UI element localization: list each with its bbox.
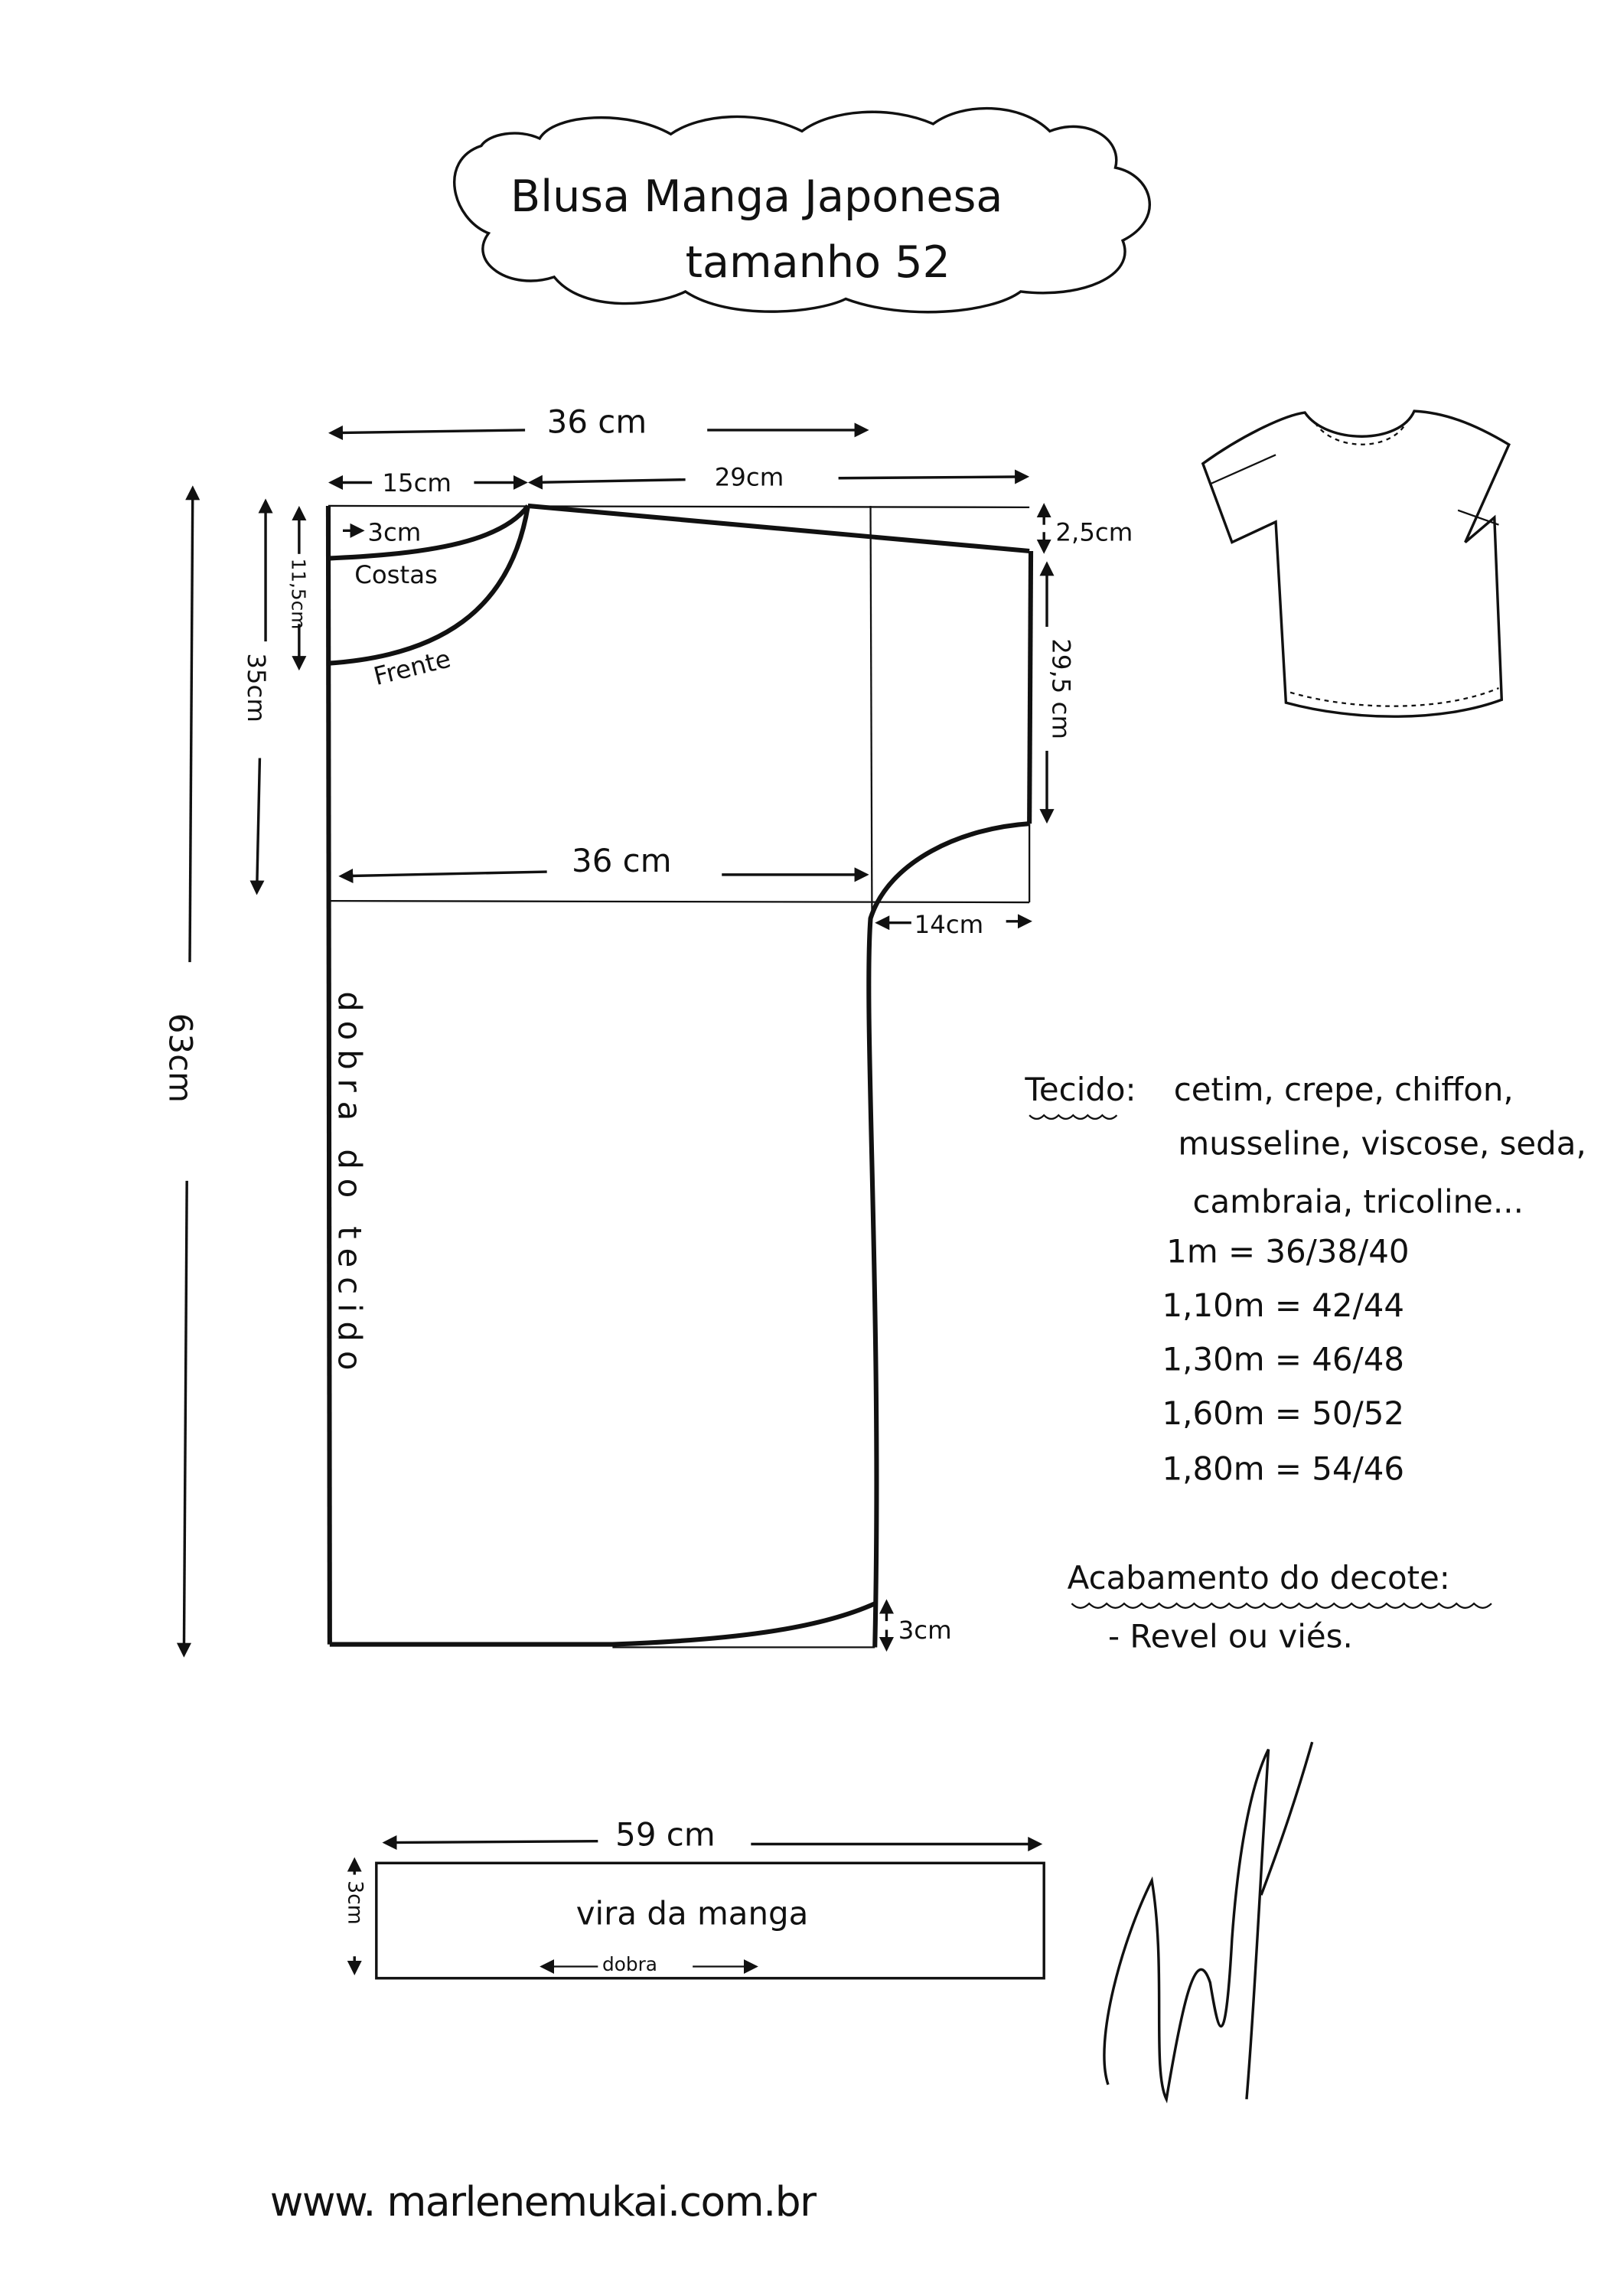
svg-text:1,60m = 50/52: 1,60m = 50/52 [1162,1394,1404,1432]
sleeve-extension-dimension: 14cm [875,910,1032,939]
neck-depth-front-dimension: 11,5cm [287,505,309,671]
chest-width-dimension: 36 cm [338,842,869,883]
svg-text:29,5 cm: 29,5 cm [1047,638,1076,739]
shoulder-drop-dimension: 2,5cm [1036,503,1133,554]
top-width-dimension: 36 cm [328,403,869,441]
website-url[interactable]: www. marlenemukai.com.br [270,2177,817,2226]
subtitle: tamanho 52 [686,237,950,288]
neckline-value: - Revel ou viés. [1108,1617,1353,1655]
neck-width-dimension: 15cm [328,468,528,497]
svg-text:1,80m = 54/46: 1,80m = 54/46 [1162,1450,1404,1487]
shoulder-width-dimension: 29cm [527,462,1030,491]
t-shirt-sketch-icon [1201,409,1511,718]
bodice-pattern: Costas Frente dobra do tecido [325,503,1034,1649]
fabric-heading: Tecido: [1024,1071,1136,1108]
total-length-dimension: 63cm [161,485,200,1658]
svg-text:11,5cm: 11,5cm [287,559,309,630]
svg-text:1m = 36/38/40: 1m = 36/38/40 [1166,1233,1409,1270]
hem-curve-dimension: 3cm [879,1599,952,1652]
neck-depth-back-dimension: 3cm [343,518,421,547]
svg-text:3cm: 3cm [898,1616,952,1645]
neckline-heading: Acabamento do decote: [1068,1559,1450,1596]
svg-text:36 cm: 36 cm [547,403,647,441]
svg-text:cetim, crepe, chiffon,: cetim, crepe, chiffon, [1174,1071,1514,1108]
svg-text:cambraia, tricoline...: cambraia, tricoline... [1192,1183,1523,1221]
svg-text:1,30m = 46/48: 1,30m = 46/48 [1162,1340,1404,1378]
front-label: Frente [371,644,454,691]
svg-text:2,5cm: 2,5cm [1055,518,1133,547]
signature [1103,1741,1314,2104]
title-cloud: Blusa Manga Japonesa tamanho 52 [453,106,1151,314]
svg-text:15cm: 15cm [382,468,452,497]
svg-text:musseline, viscose, seda,: musseline, viscose, seda, [1178,1125,1586,1163]
back-label: Costas [354,560,438,589]
title: Blusa Manga Japonesa [510,171,1002,222]
svg-text:35cm: 35cm [242,653,271,722]
svg-text:dobra: dobra [602,1953,657,1975]
sleeve-height-dimension: 29,5 cm [1039,561,1076,824]
sleeve-band-label: vira da manga [576,1894,809,1932]
svg-text:29cm: 29cm [715,462,784,491]
fold-label: dobra do tecido [331,991,368,1370]
svg-text:59 cm: 59 cm [615,1815,715,1853]
svg-text:36 cm: 36 cm [572,842,671,879]
svg-text:3cm: 3cm [367,518,421,547]
svg-text:14cm: 14cm [914,910,984,939]
sleeve-band-pattern: 59 cm vira da manga dobra 3cm [344,1815,1045,1980]
fabric-notes: Tecido: cetim, crepe, chiffon, musseline… [1024,1071,1586,1655]
armhole-height-dimension: 35cm [242,498,273,895]
svg-text:63cm: 63cm [161,1013,199,1103]
svg-text:3cm: 3cm [344,1880,367,1925]
svg-text:1,10m = 42/44: 1,10m = 42/44 [1162,1287,1404,1324]
